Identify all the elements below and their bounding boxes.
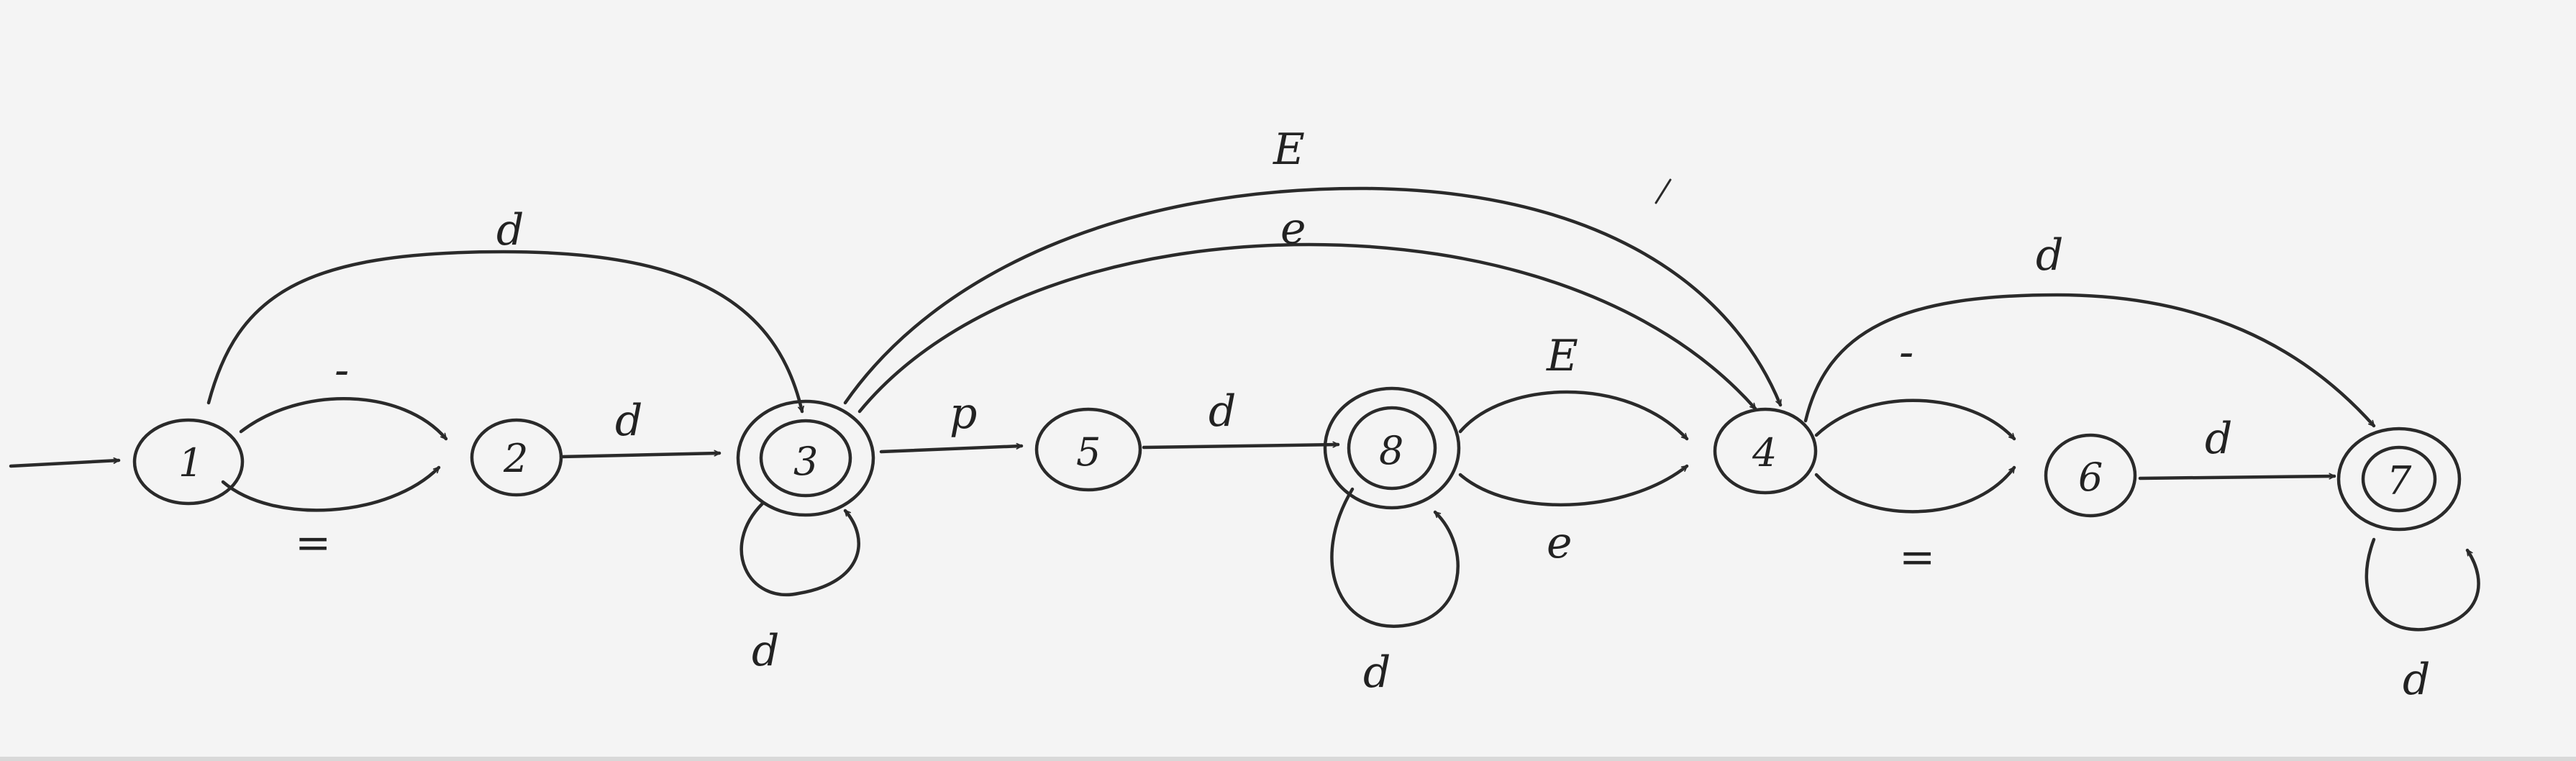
edge-label-8-8: d (1363, 647, 1391, 698)
edge-label-4-6-equals: = (1899, 532, 1935, 583)
edge-3-4-E (843, 186, 1783, 407)
edge-label-2-3: d (615, 396, 642, 446)
state-6: 6 (2044, 433, 2137, 518)
state-7: 7 (2336, 427, 2462, 532)
state-1: 1 (132, 418, 245, 506)
edge-label-8-4-e: e (1547, 518, 1573, 568)
edge-3-4-e (857, 242, 1757, 414)
edge-label-3-4-e: e (1280, 204, 1306, 254)
edge-label-5-8: d (1209, 386, 1236, 437)
edge-3-5-p (879, 446, 1024, 454)
edge-8-8-d (1330, 487, 1460, 628)
svg-text:3: 3 (793, 439, 818, 484)
state-8: 8 (1323, 386, 1461, 510)
edge-7-7-d (2365, 537, 2480, 632)
edge-label-7-7: d (2403, 655, 2430, 705)
svg-text:5: 5 (1076, 429, 1101, 475)
edge-8-4-E (1458, 390, 1689, 441)
edge-label-3-3: d (752, 626, 779, 676)
state-3: 3 (736, 399, 875, 517)
svg-text:4: 4 (1752, 430, 1777, 475)
edge-8-4-e (1458, 464, 1689, 507)
edge-1-2-minus (239, 396, 448, 441)
edge-label-3-4-E: E (1273, 124, 1305, 175)
svg-text:8: 8 (1379, 428, 1403, 473)
svg-text:1: 1 (178, 440, 203, 486)
svg-text:7: 7 (2387, 458, 2412, 503)
state-2: 2 (470, 418, 563, 497)
edge-label-1-3: d (496, 205, 524, 255)
edge-4-6-equals (1814, 465, 2016, 514)
start-arrow (9, 460, 121, 468)
edge-1-3-d (206, 250, 802, 414)
edge-2-3-d (559, 453, 722, 459)
edge-1-2-equals (221, 465, 441, 512)
edge-label-8-4-E: E (1546, 331, 1578, 381)
edge-3-3-d (739, 501, 860, 596)
edge-label-4-6-minus: - (1899, 327, 1913, 378)
edge-label-6-7: d (2205, 414, 2232, 464)
edge-4-6-minus (1814, 398, 2016, 441)
edge-label-4-7: d (2036, 230, 2063, 281)
state-4: 4 (1713, 407, 1818, 495)
svg-text:6: 6 (2078, 455, 2103, 500)
edge-label-1-2-minus: - (334, 345, 349, 396)
edge-label-1-2-equals: = (295, 518, 331, 568)
state-5: 5 (1034, 407, 1142, 492)
svg-text:2: 2 (503, 436, 528, 481)
edge-label-3-5: p (950, 388, 977, 439)
edge-4-7-d (1803, 293, 2376, 428)
stray-pen-mark (1655, 178, 1672, 204)
bottom-edge (0, 757, 2576, 761)
edge-6-7-d (2138, 476, 2336, 480)
edge-5-8-d (1142, 445, 1340, 450)
